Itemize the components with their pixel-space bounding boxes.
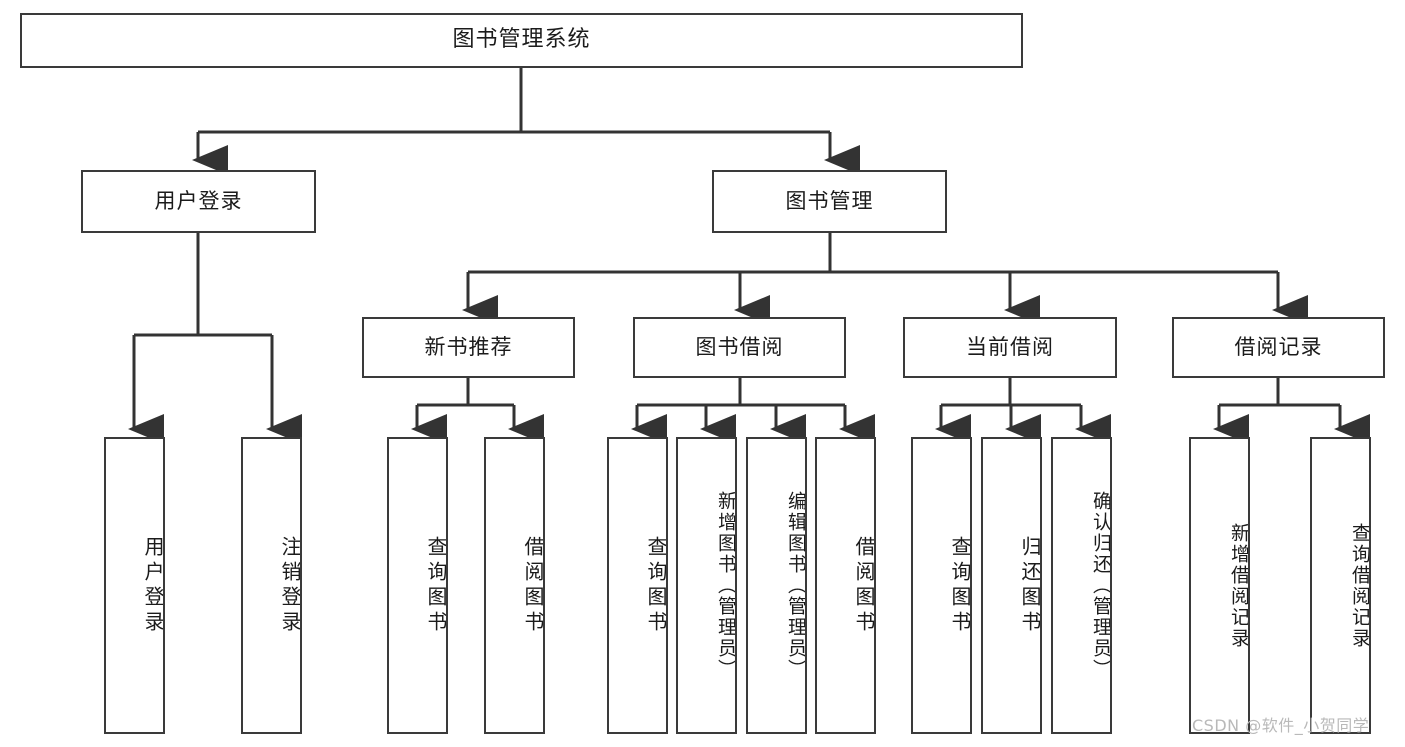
leaf-current-borrow-query-books[interactable]: 查询图书 <box>911 437 972 734</box>
leaf-book-borrow-add-book-admin[interactable]: 新增图书（管理员） <box>676 437 737 734</box>
csdn-watermark: CSDN @软件_小贺同学 <box>1192 716 1370 735</box>
node-borrow-record[interactable]: 借阅记录 <box>1172 317 1385 378</box>
node-user-login[interactable]: 用户登录 <box>81 170 316 233</box>
node-current-borrow[interactable]: 当前借阅 <box>903 317 1117 378</box>
leaf-current-borrow-confirm-return-admin[interactable]: 确认归还（管理员） <box>1051 437 1112 734</box>
node-new-book-recommend[interactable]: 新书推荐 <box>362 317 575 378</box>
leaf-borrow-record-query-record[interactable]: 查询借阅记录 <box>1310 437 1371 734</box>
leaf-new-book-borrow-books[interactable]: 借阅图书 <box>484 437 545 734</box>
leaf-user-login-do-login[interactable]: 用户登录 <box>104 437 165 734</box>
node-book-management[interactable]: 图书管理 <box>712 170 947 233</box>
leaf-book-borrow-query-books[interactable]: 查询图书 <box>607 437 668 734</box>
leaf-user-login-logout[interactable]: 注销登录 <box>241 437 302 734</box>
leaf-book-borrow-edit-book-admin[interactable]: 编辑图书（管理员） <box>746 437 807 734</box>
leaf-book-borrow-borrow-books[interactable]: 借阅图书 <box>815 437 876 734</box>
node-book-borrow[interactable]: 图书借阅 <box>633 317 846 378</box>
leaf-new-book-query-books[interactable]: 查询图书 <box>387 437 448 734</box>
leaf-current-borrow-return-books[interactable]: 归还图书 <box>981 437 1042 734</box>
leaf-borrow-record-add-record[interactable]: 新增借阅记录 <box>1189 437 1250 734</box>
node-root-system[interactable]: 图书管理系统 <box>20 13 1023 68</box>
